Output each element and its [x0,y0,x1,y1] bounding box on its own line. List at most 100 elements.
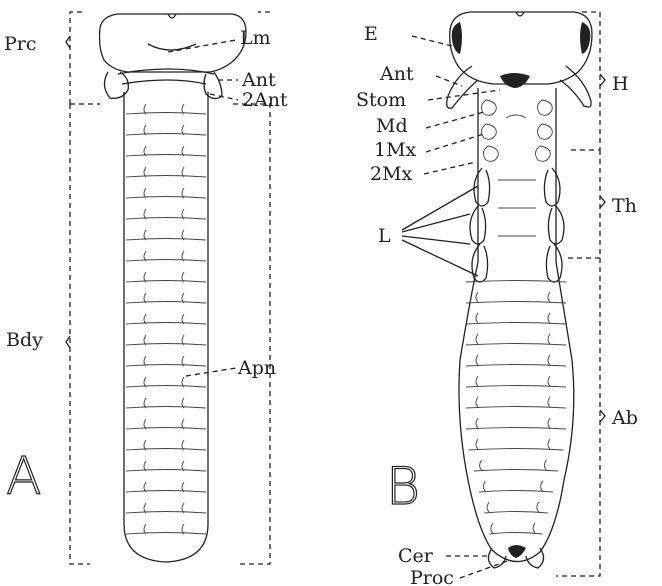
prc-brace-a [66,36,70,48]
th-bracket [564,150,600,258]
label-md: Md [376,115,408,137]
abdominal-segment-line [466,428,566,430]
segment-line-a [126,512,206,514]
abdominal-bud-left [476,397,478,407]
panel-letter-a: A [6,447,42,507]
segment-line-a [126,533,206,535]
abdominal-segment-line [466,365,566,367]
legs-b [470,168,564,282]
segment-line-a [126,428,206,430]
panel-letter-b: B [386,457,420,517]
mouthpart-lobe [483,146,498,161]
embryo-a: Prc Lm Ant 2Ant Bdy Apn A [4,12,288,564]
eye-left [452,22,462,54]
segment-line-a [126,386,206,388]
label-apn: Apn [237,357,276,379]
antenna-left-b [447,66,478,108]
label-e: E [364,23,378,45]
segments-a [126,113,206,535]
segment-line-a [126,470,206,472]
leg-right [544,168,560,206]
abdominal-bud-right [548,439,550,449]
label-prc: Prc [4,33,37,55]
mouthpart-lobe [481,100,496,115]
segment-line-a [126,134,206,136]
segment-line-a [126,176,206,178]
abdominal-bud-right [548,313,550,323]
abdominal-bud-left [480,460,482,470]
abdominal-segment-line [466,302,566,304]
mouthpart-lobe [537,124,552,139]
label-stom: Stom [356,89,406,111]
label-ant-b: Ant [379,63,414,85]
abdominal-bud-left [476,376,478,386]
abdominal-bud-left [491,523,493,533]
label-th: Th [612,195,637,217]
ab-brace [600,410,605,422]
segment-line-a [126,302,206,304]
proctodaeum [508,545,526,558]
label-proc: Proc [410,567,454,586]
segment-line-a [126,344,206,346]
antenna-right-b [560,66,591,107]
label-l: L [378,225,391,247]
abdominal-bud-right [548,292,550,302]
label-2ant: 2Ant [242,89,288,111]
abdominal-buds-b [476,292,550,533]
abdominal-bud-left [487,502,489,512]
antenna-left-a [104,72,128,98]
abdominal-bud-left [476,334,478,344]
mouthpart-lobe [537,100,552,115]
segment-line-a [126,407,206,409]
abdominal-bud-left [483,481,485,491]
segment-line-a [126,491,206,493]
mouthpart-lobe [481,124,496,139]
mouthpart-lobe [535,146,550,161]
label-1mx: 1Mx [374,139,417,161]
h-brace [600,74,605,86]
abdominal-bud-left [476,418,478,428]
segment-line-a [126,449,206,451]
abdominal-segment-line [466,323,566,325]
segment-line-a [126,260,206,262]
abdominal-segment-line [466,344,566,346]
abdominal-bud-left [476,313,478,323]
prc-bracket-a [70,12,82,104]
abdominal-bud-right [548,376,550,386]
protocephalon-a [100,14,247,72]
bdy-bracket-a [70,12,270,564]
abdominal-bud-right [537,502,539,512]
mouthparts-b [481,100,552,161]
segment-line-a [126,323,206,325]
label-ab: Ab [611,407,638,429]
label-ant-a: Ant [241,69,276,91]
abdominal-bud-right [548,355,550,365]
label-bdy: Bdy [6,329,43,351]
segments-b [466,180,566,534]
abdominal-segment-line [466,386,566,388]
segment-line-a [126,365,206,367]
embryo-b: E Ant Stom Md 1Mx 2Mx L H Th Ab Cer Proc… [356,12,638,586]
abdominal-bud-right [541,481,543,491]
th-brace [600,196,605,208]
segment-line-a [126,197,206,199]
label-lm-a: Lm [240,27,271,49]
segment-line-a [126,239,206,241]
leg-right [546,244,562,282]
label-h: H [612,73,629,95]
segment-line-a [126,155,206,157]
segment-line-a [126,281,206,283]
abdominal-bud-right [544,460,546,470]
abdominal-bud-right [548,397,550,407]
abdominal-bud-right [548,334,550,344]
mouthpart-mid [506,115,526,118]
labrum-a [148,44,196,50]
abdominal-segment-line [466,407,566,409]
ant2-band-a [122,80,206,84]
label-cer: Cer [398,545,434,567]
head-b [450,12,592,84]
leg-left [472,244,488,282]
abdominal-bud-left [476,292,478,302]
stomodaeum [500,73,530,88]
